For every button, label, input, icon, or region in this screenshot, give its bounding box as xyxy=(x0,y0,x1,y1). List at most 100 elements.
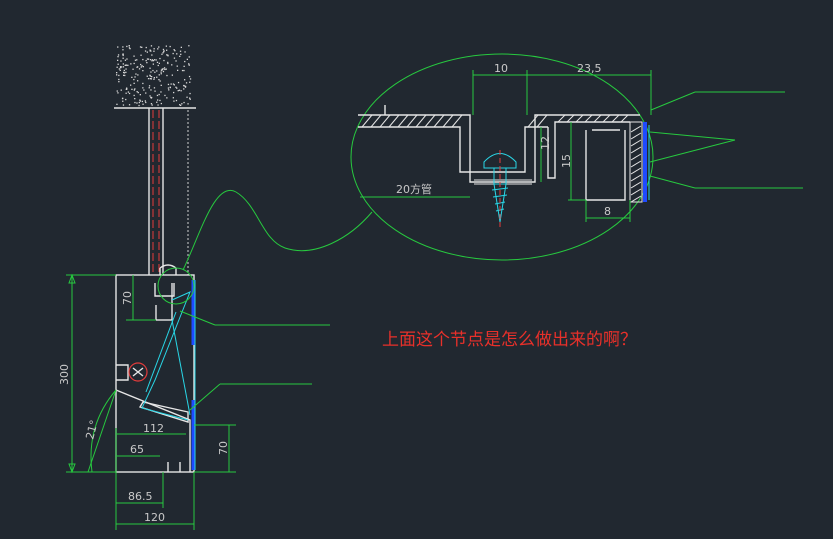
concrete-speckle xyxy=(117,59,119,61)
concrete-speckle xyxy=(134,88,136,90)
concrete-speckle xyxy=(177,69,179,71)
concrete-speckle xyxy=(183,65,185,67)
concrete-speckle xyxy=(172,97,174,99)
concrete-speckle xyxy=(138,104,140,107)
concrete-speckle xyxy=(131,88,133,90)
concrete-speckle xyxy=(120,66,123,68)
concrete-speckle xyxy=(121,97,124,100)
hatch-line xyxy=(451,114,463,128)
dim-12: 12 xyxy=(539,136,552,150)
concrete-speckle xyxy=(129,48,131,50)
concrete-speckle xyxy=(171,64,173,66)
concrete-speckle xyxy=(188,63,190,65)
concrete-speckle xyxy=(116,103,118,105)
concrete-speckle xyxy=(122,53,124,55)
concrete-speckle xyxy=(137,91,139,94)
dim-65: 65 xyxy=(130,443,144,456)
concrete-speckle xyxy=(177,90,179,92)
hatch-line xyxy=(415,114,427,128)
concrete-speckle xyxy=(122,104,125,106)
dim-300: 300 xyxy=(58,364,71,385)
concrete-speckle xyxy=(128,104,131,106)
concrete-speckle xyxy=(160,71,162,73)
concrete-speckle xyxy=(172,52,174,55)
leader-lines xyxy=(157,189,373,411)
concrete-speckle xyxy=(188,45,190,47)
concrete-speckle xyxy=(189,97,191,99)
concrete-speckle xyxy=(174,50,176,52)
concrete-speckle xyxy=(139,99,141,101)
concrete-speckle xyxy=(158,74,160,76)
concrete-speckle xyxy=(171,74,173,76)
concrete-speckle xyxy=(188,64,190,66)
concrete-speckle xyxy=(122,63,124,65)
concrete-speckle xyxy=(179,55,181,57)
concrete-speckle xyxy=(151,59,154,61)
concrete-speckle xyxy=(166,54,168,56)
concrete-speckle xyxy=(122,49,124,51)
concrete-speckle xyxy=(143,89,145,91)
concrete-speckle xyxy=(146,58,149,60)
concrete-speckle xyxy=(187,103,189,105)
hatch-line xyxy=(397,114,409,128)
concrete-speckle xyxy=(140,63,142,66)
question-note: 上面这个节点是怎么做出来的啊？ xyxy=(382,330,637,350)
concrete-speckle xyxy=(142,103,144,105)
concrete-speckle xyxy=(141,46,143,48)
dim-15: 15 xyxy=(560,154,573,168)
concrete-speckle xyxy=(145,101,147,104)
concrete-speckle xyxy=(124,59,127,61)
concrete-speckle xyxy=(151,60,153,62)
concrete-speckle xyxy=(117,92,119,94)
concrete-speckle xyxy=(179,50,182,52)
concrete-speckle xyxy=(150,45,153,47)
concrete-speckle xyxy=(168,89,170,91)
concrete-speckle xyxy=(175,60,177,62)
concrete-speckle xyxy=(164,94,166,97)
concrete-speckle xyxy=(147,58,150,60)
concrete-speckle xyxy=(153,87,156,89)
concrete-speckle xyxy=(184,86,187,88)
concrete-speckle xyxy=(120,89,122,91)
concrete-speckle xyxy=(188,56,190,58)
concrete-speckle xyxy=(169,45,171,48)
concrete-speckle xyxy=(117,54,120,56)
concrete-speckle xyxy=(189,78,192,80)
concrete-speckle xyxy=(116,74,118,76)
concrete-speckle xyxy=(116,72,118,74)
concrete-speckle xyxy=(153,50,155,52)
concrete-speckle xyxy=(188,75,191,78)
concrete-speckle xyxy=(132,68,134,70)
concrete-speckle xyxy=(166,74,168,77)
hatch-line xyxy=(630,181,642,189)
concrete-speckle xyxy=(181,103,183,105)
concrete-speckle xyxy=(156,76,158,78)
concrete-speckle xyxy=(185,82,188,84)
hatch-line xyxy=(630,139,642,147)
concrete-speckle xyxy=(153,77,155,79)
concrete-speckle xyxy=(116,90,118,92)
concrete-speckle xyxy=(157,64,159,67)
concrete-speckle xyxy=(167,55,169,57)
concrete-speckle xyxy=(133,82,135,84)
concrete-speckle xyxy=(133,78,135,81)
concrete-speckle xyxy=(151,54,153,56)
concrete-speckle xyxy=(128,47,131,49)
concrete-speckle xyxy=(142,87,144,89)
concrete-speckle xyxy=(138,68,141,70)
concrete-speckle xyxy=(124,74,126,77)
hatch-line xyxy=(557,114,566,123)
concrete-speckle xyxy=(145,46,147,49)
screw-icon xyxy=(483,150,517,228)
concrete-speckle xyxy=(133,94,135,97)
concrete-speckle xyxy=(175,99,178,102)
concrete-speckle xyxy=(149,78,151,80)
hatch-line xyxy=(379,114,391,128)
concrete-speckle xyxy=(189,92,191,95)
hatch-line xyxy=(630,174,642,182)
concrete-speckle xyxy=(140,66,142,68)
concrete-speckle xyxy=(131,76,133,78)
concrete-speckle xyxy=(146,51,148,53)
concrete-speckle xyxy=(122,57,124,59)
